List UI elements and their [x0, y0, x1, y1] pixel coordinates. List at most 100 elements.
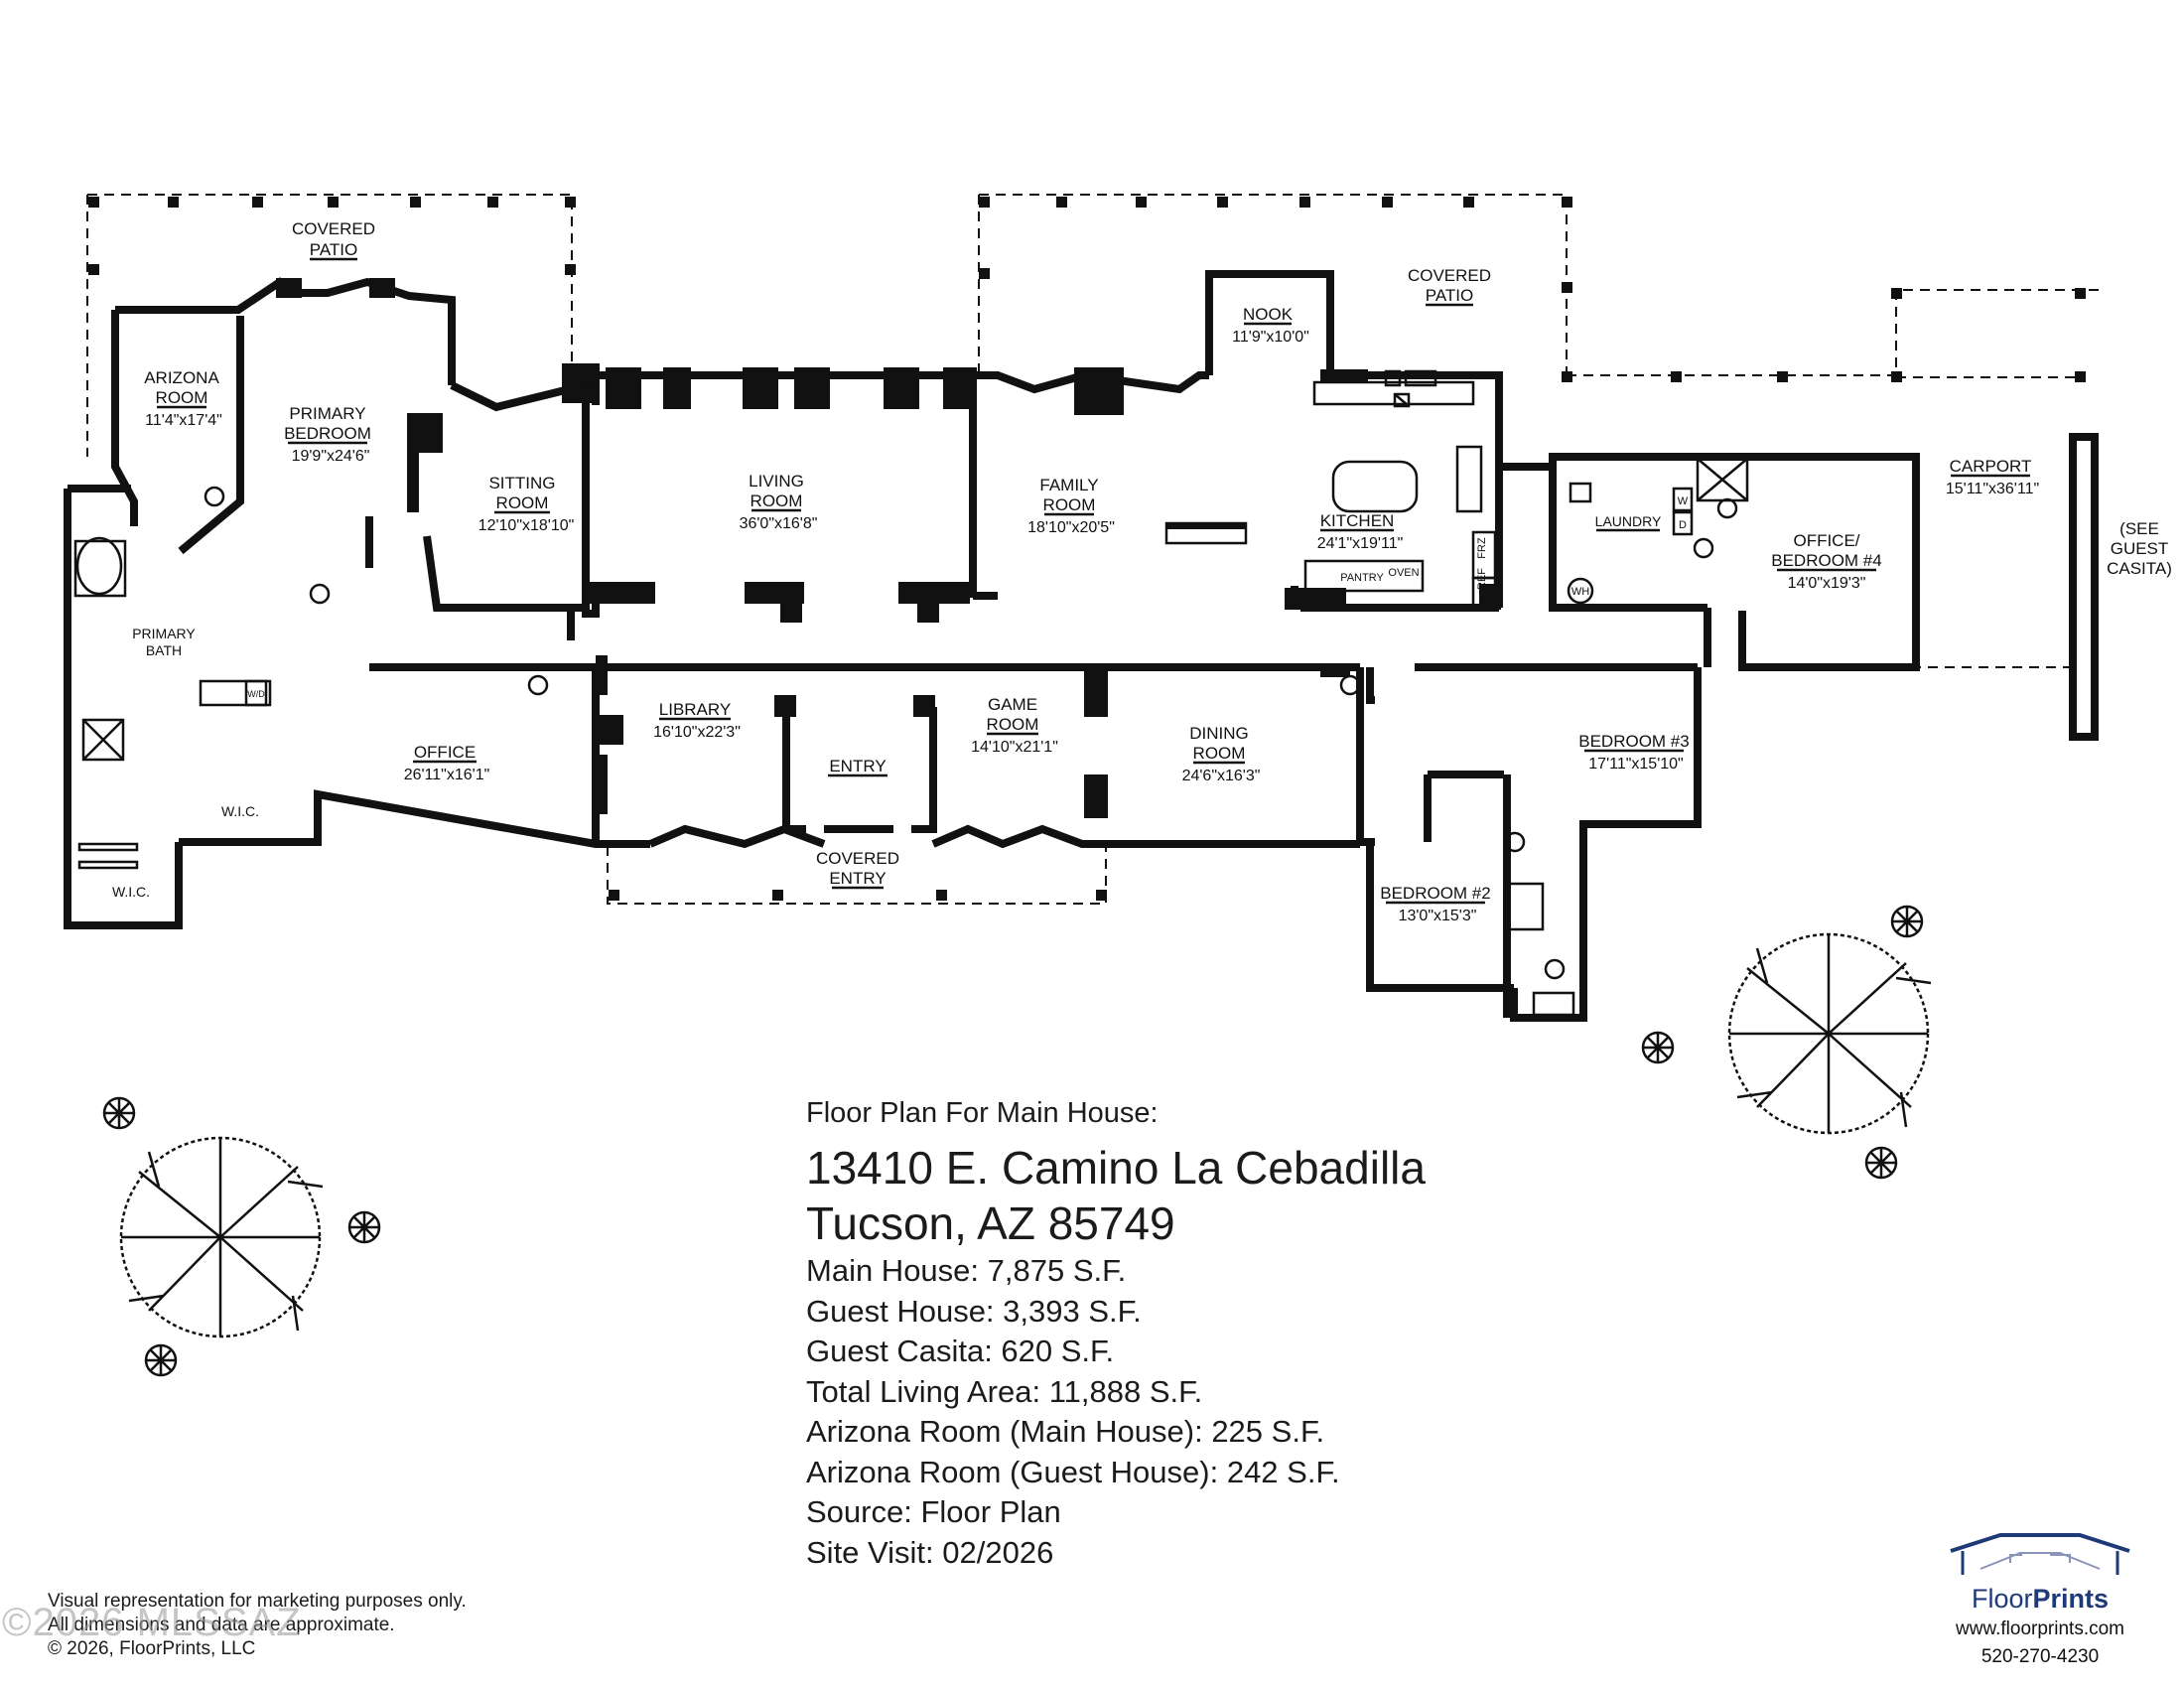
svg-text:KITCHEN: KITCHEN	[1320, 511, 1395, 530]
svg-text:ROOM: ROOM	[496, 493, 549, 512]
info-line: Guest Casita: 620 S.F.	[806, 1334, 1115, 1368]
svg-text:BEDROOM: BEDROOM	[284, 424, 371, 443]
fixture-labels: WH WH PANTRY OVEN REF FRZ W D W/D	[247, 382, 1689, 699]
room-label-carport: CARPORT 15'11"x36'11"	[1946, 457, 2039, 497]
room-label-covered-patio-right: COVERED PATIO	[1408, 266, 1491, 307]
info-line: Arizona Room (Main House): 225 S.F.	[806, 1414, 1325, 1449]
room-label-sitting-room: SITTING ROOM 12'10"x18'10"	[478, 474, 575, 534]
svg-text:W/D: W/D	[247, 689, 265, 699]
svg-text:WH: WH	[577, 382, 595, 394]
room-label-bedroom3: BEDROOM #3 17'11"x15'10"	[1578, 732, 1689, 773]
brand-name-part-1: Floor	[1971, 1584, 2033, 1614]
svg-text:24'6"x16'3": 24'6"x16'3"	[1182, 768, 1261, 784]
svg-text:PRIMARY: PRIMARY	[132, 626, 196, 641]
address-line-1: 13410 E. Camino La Cebadilla	[806, 1142, 1426, 1194]
room-label-office-bedroom4: OFFICE/ BEDROOM #4 14'0"x19'3"	[1771, 531, 1881, 592]
svg-text:ROOM: ROOM	[987, 715, 1039, 734]
svg-text:FAMILY: FAMILY	[1039, 476, 1098, 494]
svg-text:16'10"x22'3": 16'10"x22'3"	[653, 724, 741, 741]
svg-text:(SEE: (SEE	[2119, 519, 2159, 538]
svg-text:12'10"x18'10": 12'10"x18'10"	[478, 517, 575, 534]
room-label-laundry: LAUNDRY	[1595, 513, 1662, 532]
svg-text:ROOM: ROOM	[751, 492, 803, 510]
floorprints-brand: FloorPrints www.floorprints.com 520-270-…	[1926, 1529, 2154, 1668]
shrubs	[102, 905, 1924, 1377]
svg-text:LIBRARY: LIBRARY	[659, 700, 731, 719]
room-label-wic-2: W.I.C.	[112, 884, 150, 900]
room-label-bedroom2: BEDROOM #2 13'0"x15'3"	[1380, 884, 1490, 924]
wall-blocks	[276, 278, 1501, 818]
svg-text:NOOK: NOOK	[1243, 305, 1294, 324]
info-line: Main House: 7,875 S.F.	[806, 1253, 1127, 1288]
svg-text:SITTING: SITTING	[488, 474, 555, 492]
room-label-library: LIBRARY 16'10"x22'3"	[653, 700, 741, 741]
room-label-family-room: FAMILY ROOM 18'10"x20'5"	[1027, 476, 1115, 536]
room-label-primary-bedroom: PRIMARY BEDROOM 19'9"x24'6"	[284, 404, 371, 465]
svg-text:BEDROOM #2: BEDROOM #2	[1380, 884, 1490, 903]
svg-text:BEDROOM #3: BEDROOM #3	[1578, 732, 1689, 751]
svg-text:14'0"x19'3": 14'0"x19'3"	[1788, 575, 1866, 592]
brand-name-part-2: Prints	[2032, 1584, 2110, 1614]
svg-text:13'0"x15'3": 13'0"x15'3"	[1399, 908, 1477, 924]
room-label-covered-patio-left: COVERED PATIO	[292, 219, 375, 261]
room-label-see-guest-casita: (SEE GUEST CASITA)	[2107, 519, 2172, 578]
svg-text:PANTRY: PANTRY	[1340, 572, 1384, 584]
svg-text:ROOM: ROOM	[1043, 495, 1096, 514]
svg-text:LIVING: LIVING	[749, 472, 804, 491]
svg-text:GUEST: GUEST	[2111, 539, 2169, 558]
disclaimer-line-1: Visual representation for marketing purp…	[48, 1591, 467, 1612]
room-label-primary-bath: PRIMARY BATH	[132, 626, 196, 658]
disclaimer-line-2: All dimensions and data are approximate.	[48, 1615, 395, 1635]
svg-text:DINING: DINING	[1189, 724, 1249, 743]
svg-text:BATH: BATH	[146, 642, 182, 658]
address-line-2: Tucson, AZ 85749	[806, 1197, 1175, 1249]
svg-text:GAME: GAME	[988, 695, 1037, 714]
room-label-nook: NOOK 11'9"x10'0"	[1232, 305, 1309, 346]
info-line: Guest House: 3,393 S.F.	[806, 1293, 1142, 1329]
info-line: Source: Floor Plan	[806, 1494, 1061, 1529]
room-label-entry: ENTRY	[828, 757, 887, 777]
svg-text:COVERED: COVERED	[292, 219, 375, 238]
svg-text:14'10"x21'1": 14'10"x21'1"	[971, 739, 1058, 756]
patio-posts	[88, 197, 2086, 901]
svg-text:17'11"x15'10": 17'11"x15'10"	[1588, 756, 1683, 773]
svg-text:11'9"x10'0": 11'9"x10'0"	[1232, 329, 1309, 346]
svg-text:ROOM: ROOM	[156, 388, 208, 407]
svg-text:D: D	[1679, 519, 1687, 531]
svg-text:CARPORT: CARPORT	[1950, 457, 2032, 476]
svg-text:OFFICE/: OFFICE/	[1793, 531, 1859, 550]
room-label-dining-room: DINING ROOM 24'6"x16'3"	[1182, 724, 1261, 784]
svg-text:OVEN: OVEN	[1388, 567, 1419, 579]
tree-right	[1727, 932, 1932, 1135]
svg-text:REF: REF	[1476, 568, 1488, 590]
svg-text:CASITA): CASITA)	[2107, 559, 2172, 578]
room-label-office: OFFICE 26'11"x16'1"	[404, 743, 490, 783]
house-logo-icon	[1950, 1533, 2130, 1575]
room-label-wic-1: W.I.C.	[221, 803, 259, 819]
info-line: Total Living Area: 11,888 S.F.	[806, 1373, 1203, 1409]
svg-text:LAUNDRY: LAUNDRY	[1595, 513, 1662, 529]
floor-plan-intro: Floor Plan For Main House:	[806, 1097, 1159, 1129]
svg-text:15'11"x36'11": 15'11"x36'11"	[1946, 481, 2039, 497]
brand-url: www.floorprints.com	[1956, 1618, 2124, 1639]
walls	[64, 270, 2099, 1022]
svg-text:ENTRY: ENTRY	[829, 869, 886, 888]
svg-text:W.I.C.: W.I.C.	[221, 803, 259, 819]
svg-text:PRIMARY: PRIMARY	[289, 404, 365, 423]
svg-text:W: W	[1678, 495, 1689, 507]
info-line: Site Visit: 02/2026	[806, 1534, 1054, 1570]
disclaimer-line-3: © 2026, FloorPrints, LLC	[48, 1638, 256, 1659]
svg-text:COVERED: COVERED	[1408, 266, 1491, 285]
svg-text:BEDROOM #4: BEDROOM #4	[1771, 551, 1881, 570]
room-label-game-room: GAME ROOM 14'10"x21'1"	[971, 695, 1058, 756]
svg-text:COVERED: COVERED	[816, 849, 899, 868]
svg-text:ROOM: ROOM	[1193, 744, 1246, 763]
brand-name: FloorPrints	[1926, 1584, 2154, 1615]
svg-text:18'10"x20'5": 18'10"x20'5"	[1027, 519, 1115, 536]
room-label-arizona-room: ARIZONA ROOM 11'4"x17'4"	[144, 368, 222, 429]
property-info: Floor Plan For Main House: 13410 E. Cami…	[806, 1097, 1426, 1573]
disclaimer: Visual representation for marketing purp…	[48, 1590, 467, 1661]
room-label-living-room: LIVING ROOM 36'0"x16'8"	[740, 472, 818, 532]
svg-text:ENTRY: ENTRY	[829, 757, 886, 775]
